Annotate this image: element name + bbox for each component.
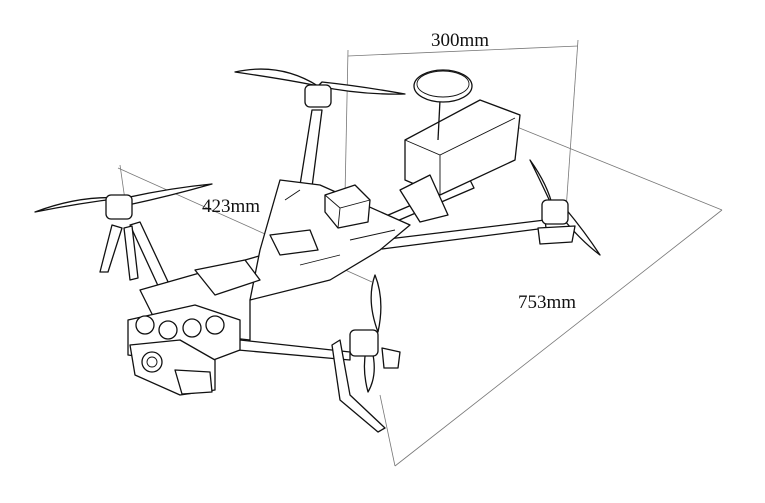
dimension-300mm-lines: [344, 39, 579, 211]
gps-module: [413, 69, 473, 141]
motor-top-left: [234, 68, 406, 108]
motor-bottom: [331, 274, 401, 433]
dimension-label-753mm: 753mm: [518, 292, 577, 313]
motor-right: [529, 159, 601, 256]
motor-left: [34, 183, 213, 281]
gimbal-camera: [127, 304, 241, 396]
battery: [399, 99, 521, 223]
dimension-label-300mm: 300mm: [431, 30, 490, 51]
dimension-label-423mm: 423mm: [202, 196, 261, 217]
